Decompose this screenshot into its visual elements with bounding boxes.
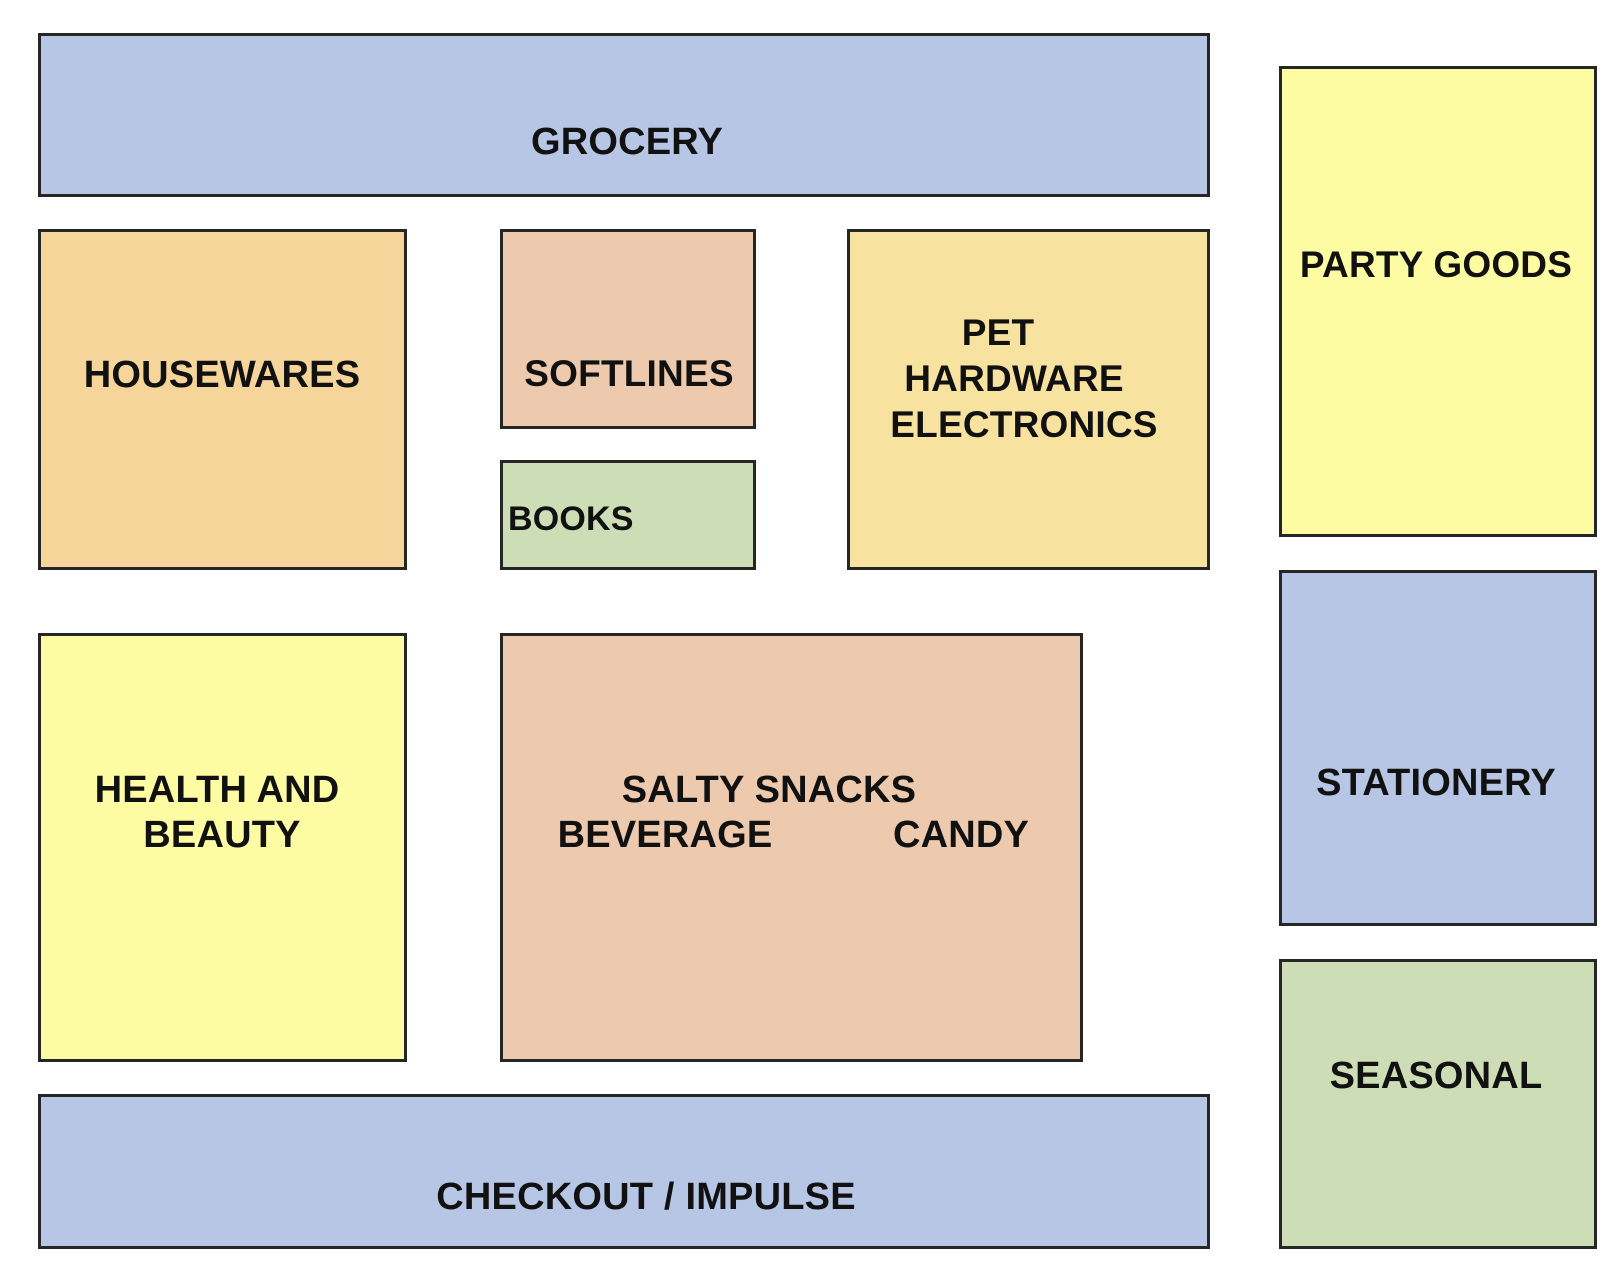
zone-stationery: STATIONERY — [1279, 570, 1597, 926]
zone-housewares: HOUSEWARES — [38, 229, 407, 570]
zone-beauty-label: BEAUTY — [143, 814, 301, 856]
zone-books: BOOKS — [500, 460, 756, 570]
zone-health-and-beauty: HEALTH AND BEAUTY — [38, 633, 407, 1062]
zone-seasonal: SEASONAL — [1279, 959, 1597, 1249]
zone-books-label: BOOKS — [508, 500, 634, 538]
zone-hardware-label: HARDWARE — [904, 358, 1124, 399]
zone-checkout-impulse: CHECKOUT / IMPULSE — [38, 1094, 1210, 1249]
zone-beverage-label: BEVERAGE — [557, 814, 773, 856]
zone-checkout-impulse-label: CHECKOUT / IMPULSE — [436, 1176, 856, 1218]
zone-pet-hardware-electronics: PET HARDWARE ELECTRONICS — [847, 229, 1210, 570]
zone-softlines: SOFTLINES — [500, 229, 756, 429]
zone-party-goods-label: PARTY GOODS — [1299, 244, 1573, 285]
zone-pet-label: PET — [961, 312, 1035, 353]
zone-salty-snacks-label: SALTY SNACKS — [621, 769, 917, 811]
zone-grocery-label: GROCERY — [530, 121, 724, 163]
zone-housewares-label: HOUSEWARES — [83, 354, 361, 396]
zone-electronics-label: ELECTRONICS — [890, 404, 1158, 445]
zone-snacks-beverage-candy: SALTY SNACKS BEVERAGE CANDY — [500, 633, 1083, 1062]
zone-grocery: GROCERY — [38, 33, 1210, 197]
zone-seasonal-label: SEASONAL — [1329, 1055, 1543, 1097]
zone-stationery-label: STATIONERY — [1316, 762, 1556, 804]
zone-candy-label: CANDY — [892, 814, 1030, 856]
zone-party-goods: PARTY GOODS — [1279, 66, 1597, 537]
zone-softlines-label: SOFTLINES — [524, 353, 734, 394]
zone-health-and-label: HEALTH AND — [94, 769, 340, 811]
